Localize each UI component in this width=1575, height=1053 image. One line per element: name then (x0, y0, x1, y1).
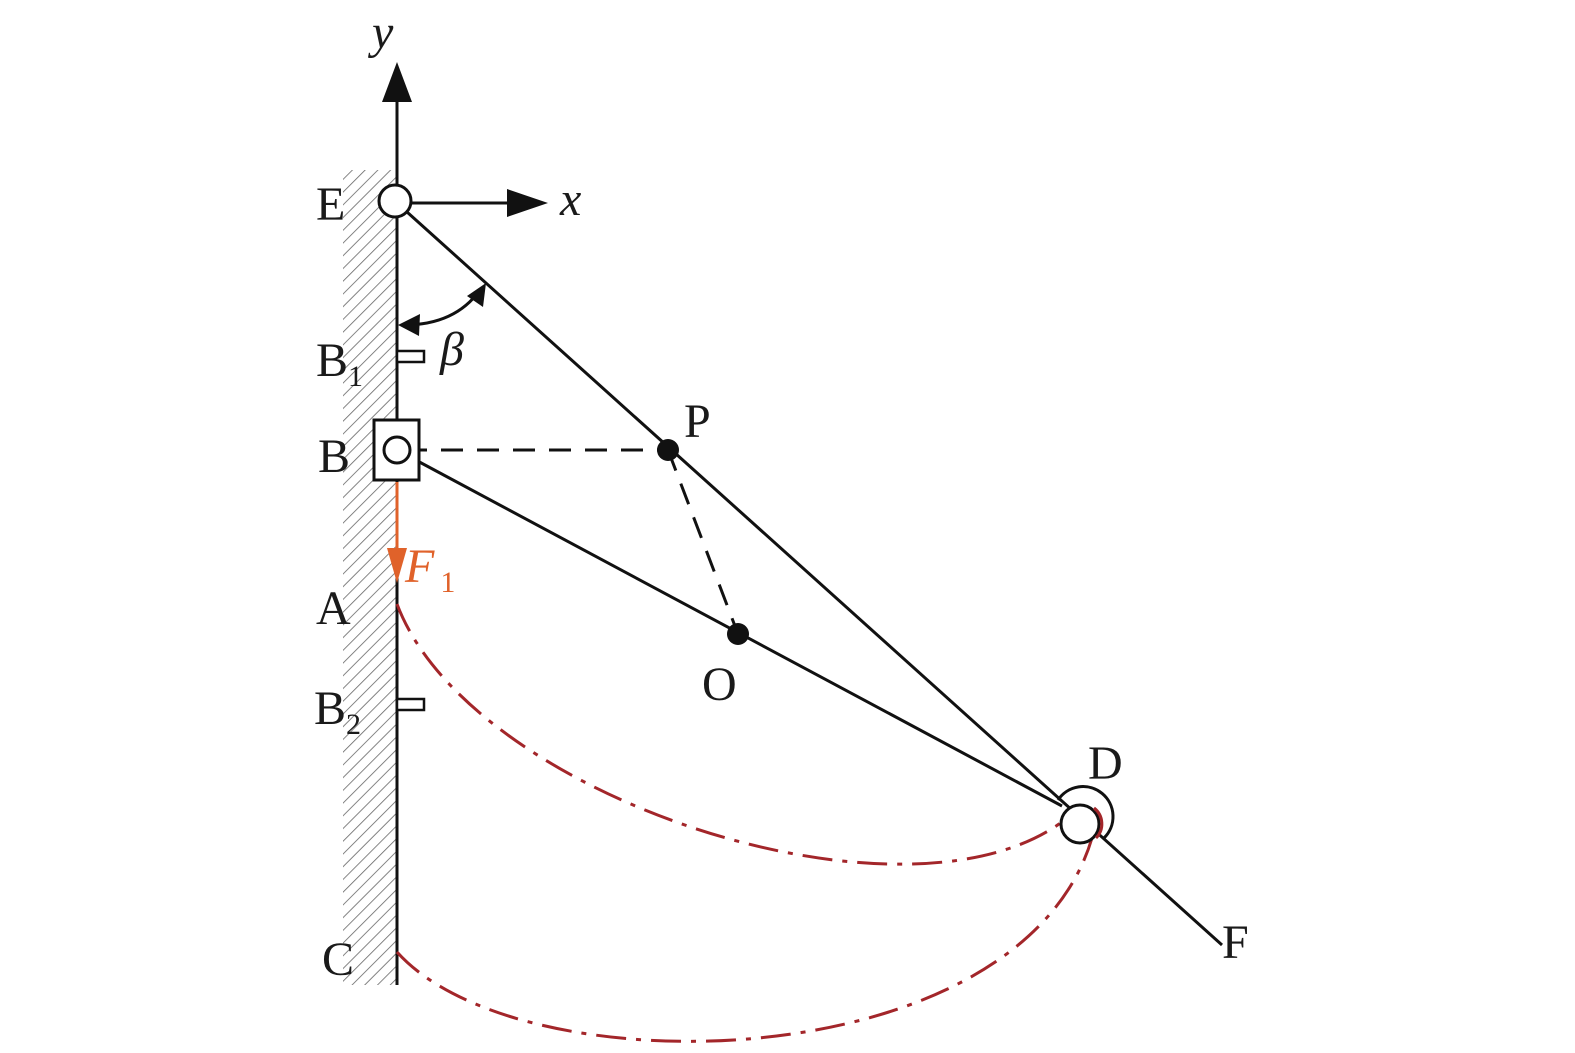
label-E: E (316, 178, 345, 231)
dashed-P-O (666, 449, 740, 635)
angle-arrowhead-wall (398, 314, 420, 336)
joint-D-housing (1056, 785, 1115, 840)
label-D: D (1088, 737, 1123, 790)
trajectory-C-D (395, 837, 1094, 1043)
y-axis-arrowhead (382, 62, 412, 102)
label-P: P (684, 395, 711, 448)
force-F1-symbol: F (404, 540, 435, 593)
x-axis-label: x (559, 173, 581, 226)
label-O: O (702, 658, 737, 711)
label-B2-main: B (314, 682, 346, 735)
label-C: C (322, 933, 354, 986)
label-B1-main: B (316, 334, 348, 387)
y-axis-label: y (367, 6, 394, 59)
angle-beta-label: β (439, 323, 464, 376)
x-axis-arrowhead (507, 189, 548, 217)
point-O (727, 623, 749, 645)
label-F: F (1222, 916, 1249, 969)
label-B2-sub: 2 (346, 708, 361, 741)
force-F1-arrowhead (387, 548, 407, 583)
label-B1-sub: 1 (348, 360, 363, 393)
point-P (657, 439, 679, 461)
label-B2: B2 (314, 682, 361, 741)
joint-D (1059, 803, 1101, 845)
trajectory-A-D (395, 603, 1073, 866)
force-F1-subscript: 1 (440, 566, 455, 599)
stop-B2 (395, 697, 426, 712)
joint-D-red-arc (1093, 806, 1104, 840)
label-B: B (318, 430, 350, 483)
stop-B1 (395, 349, 426, 364)
angle-arrowhead-link (467, 283, 486, 307)
label-A: A (316, 582, 351, 635)
joint-E (377, 183, 413, 219)
joint-B (382, 435, 412, 465)
wall-hatching (343, 170, 397, 985)
label-B1: B1 (316, 334, 363, 393)
